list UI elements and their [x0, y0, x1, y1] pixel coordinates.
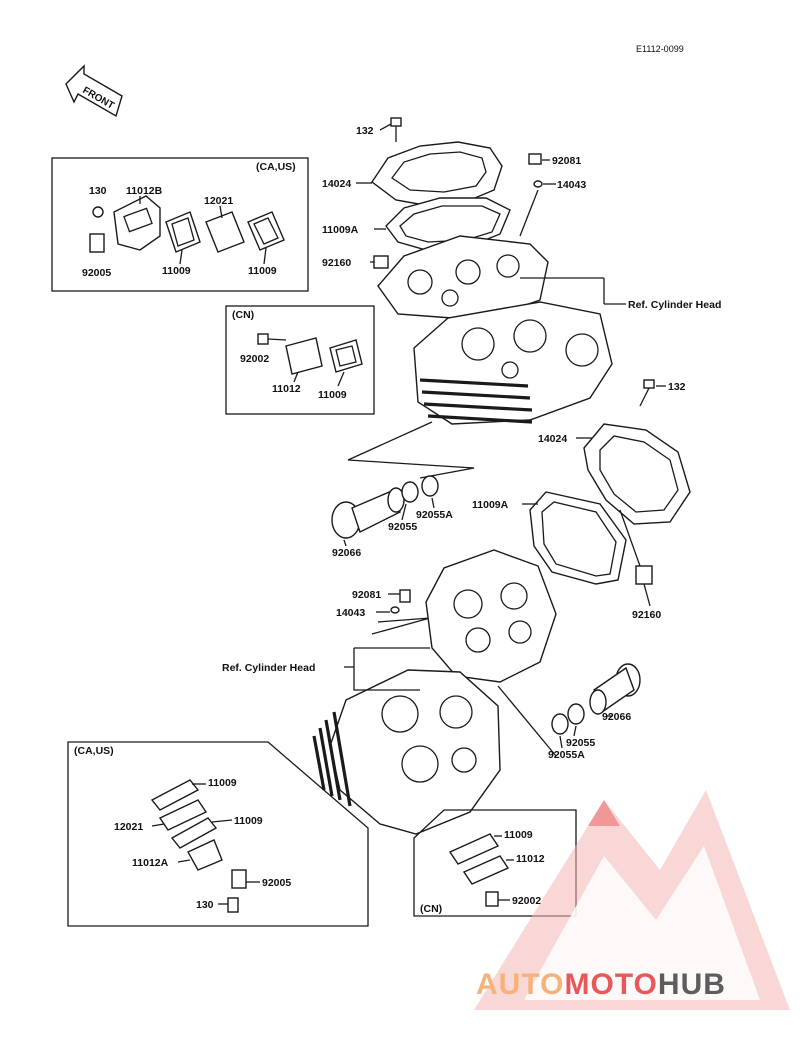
label-11009A-upper: 11009A: [322, 224, 359, 236]
b2-label-11009: 11009: [318, 389, 347, 401]
label-92066-lower: 92066: [602, 711, 631, 723]
label-132-lower: 132: [668, 381, 686, 393]
label-ref-cyl-head-upper: Ref. Cylinder Head: [628, 299, 721, 311]
label-92055A-lower: 92055A: [548, 749, 585, 761]
label-92055-upper: 92055: [388, 521, 417, 533]
box-ca-us-upper: (CA,US) 130 11012B 12021 92005 11009 110…: [51, 157, 309, 292]
b1-label-11009-a: 11009: [162, 265, 191, 277]
b4-label-11012: 11012: [516, 853, 545, 865]
doc-code: E1112-0099: [636, 44, 684, 54]
b2-label-11012: 11012: [272, 383, 301, 395]
label-92066-upper: 92066: [332, 547, 361, 559]
cylinder-head-lower: [312, 669, 501, 835]
automotohub-logo: [474, 790, 790, 1010]
b1-label-12021: 12021: [204, 195, 233, 207]
o-ring-92055A-upper: [421, 475, 439, 497]
b3-label-12021: 12021: [114, 821, 143, 833]
watermark-moto: MOTO: [564, 968, 657, 1001]
label-14043-lower: 14043: [336, 607, 365, 619]
label-ref-cyl-head-lower: Ref. Cylinder Head: [222, 662, 315, 674]
b2-label-92002: 92002: [240, 353, 269, 365]
label-92160-lower: 92160: [632, 609, 661, 621]
o-ring-92055-lower: [567, 703, 585, 725]
cylinder-head-upper: [413, 301, 613, 425]
label-92055-lower: 92055: [566, 737, 595, 749]
b3-label-11009-a: 11009: [208, 777, 237, 789]
watermark-text: AUTOMOTOHUB: [476, 968, 726, 1001]
front-arrow-icon: FRONT: [65, 64, 123, 118]
box-label-cn-upper: (CN): [232, 309, 254, 321]
o-ring-92055-upper: [401, 481, 419, 503]
gasket-upper: [385, 197, 511, 251]
b1-label-92005: 92005: [82, 267, 111, 279]
label-14024-upper: 14024: [322, 178, 351, 190]
o-ring-92055A-lower: [551, 713, 569, 735]
box-ca-us-lower: (CA,US) 11009 12021 11009 11012A 92005 1…: [67, 741, 369, 927]
label-92081-lower: 92081: [352, 589, 381, 601]
tube-92066-lower: [589, 663, 641, 715]
b1-label-11009-b: 11009: [248, 265, 277, 277]
box-label-ca-us-lower: (CA,US): [74, 745, 114, 757]
b3-label-11009-b: 11009: [234, 815, 263, 827]
valve-carrier-lower: [425, 549, 557, 683]
bolt-132-upper: [390, 117, 402, 142]
b3-label-130: 130: [196, 899, 214, 911]
box-cn-upper: (CN) 92002 11012 11009: [225, 305, 375, 415]
b1-label-130: 130: [89, 185, 107, 197]
valve-carrier-upper: [377, 235, 549, 319]
label-14024-lower: 14024: [538, 433, 567, 445]
label-132-upper: 132: [356, 125, 374, 137]
box-label-ca-us-upper: (CA,US): [256, 161, 296, 173]
head-cover-lower: [583, 423, 691, 525]
label-92160-upper: 92160: [322, 257, 351, 269]
b3-label-92005: 92005: [262, 877, 291, 889]
b3-label-11012A: 11012A: [132, 857, 169, 869]
head-cover-upper: [371, 141, 503, 207]
tube-92066-upper: [331, 487, 405, 539]
label-14043-upper: 14043: [557, 179, 586, 191]
label-92081-upper: 92081: [552, 155, 581, 167]
b4-label-92002: 92002: [512, 895, 541, 907]
watermark-hub: HUB: [658, 968, 726, 1001]
label-11009A-lower: 11009A: [472, 499, 509, 511]
box-label-cn-lower: (CN): [420, 903, 442, 915]
b1-label-11012B: 11012B: [126, 185, 163, 197]
watermark-auto: AUTO: [476, 968, 564, 1001]
b4-label-11009: 11009: [504, 829, 533, 841]
label-92055A-upper: 92055A: [416, 509, 453, 521]
